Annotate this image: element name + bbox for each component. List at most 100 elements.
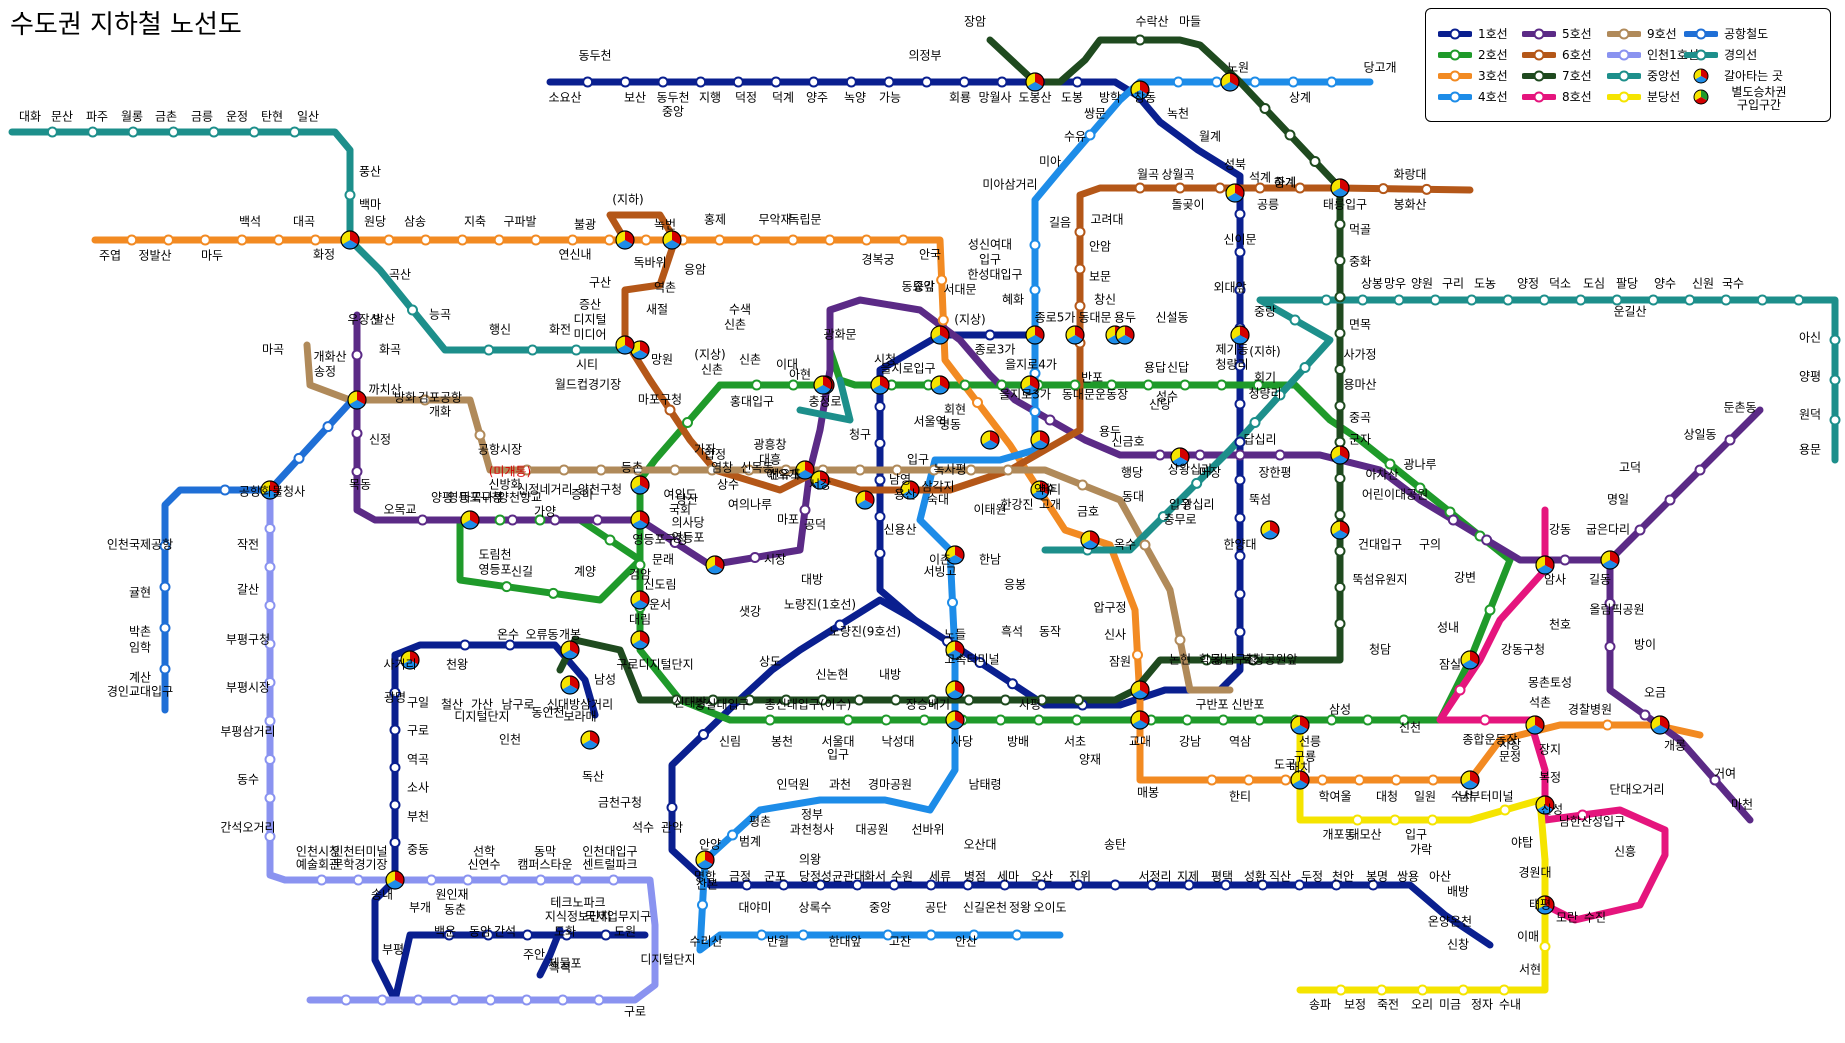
station-stop[interactable] xyxy=(1234,512,1246,524)
station-stop[interactable] xyxy=(874,474,886,486)
station-stop[interactable] xyxy=(1274,389,1286,401)
station-stop[interactable] xyxy=(1280,774,1292,786)
station-stop[interactable] xyxy=(1634,524,1646,536)
station-stop[interactable] xyxy=(743,464,755,476)
station-stop[interactable] xyxy=(808,76,820,88)
station-stop[interactable] xyxy=(918,714,930,726)
station-stop[interactable] xyxy=(1084,129,1096,141)
station-stop[interactable] xyxy=(1036,879,1048,891)
station-stop[interactable] xyxy=(420,234,432,246)
station-stop[interactable] xyxy=(698,729,709,740)
station-stop[interactable] xyxy=(1481,534,1493,546)
station-stop[interactable] xyxy=(897,234,909,246)
transfer-station-icon[interactable] xyxy=(1460,650,1480,670)
station-stop[interactable] xyxy=(1720,294,1732,306)
station-stop[interactable] xyxy=(1069,379,1081,391)
transfer-station-icon[interactable] xyxy=(1220,72,1240,92)
station-stop[interactable] xyxy=(535,874,547,886)
station-stop[interactable] xyxy=(593,994,605,1006)
station-stop[interactable] xyxy=(1074,226,1086,238)
station-stop[interactable] xyxy=(557,994,569,1006)
station-stop[interactable] xyxy=(1074,300,1086,312)
station-stop[interactable] xyxy=(1538,294,1550,306)
station-stop[interactable] xyxy=(498,874,510,886)
station-stop[interactable] xyxy=(1287,76,1299,88)
station-stop[interactable] xyxy=(494,514,506,526)
transfer-station-icon[interactable] xyxy=(855,490,875,510)
transfer-station-icon[interactable] xyxy=(615,335,635,355)
transfer-station-icon[interactable] xyxy=(945,680,965,700)
station-stop[interactable] xyxy=(1154,449,1166,461)
station-stop[interactable] xyxy=(1694,464,1706,476)
station-stop[interactable] xyxy=(996,76,1008,88)
station-stop[interactable] xyxy=(534,514,546,526)
station-stop[interactable] xyxy=(1393,294,1405,306)
transfer-station-icon[interactable] xyxy=(1020,375,1040,395)
station-stop[interactable] xyxy=(1139,539,1151,551)
station-stop[interactable] xyxy=(640,234,652,246)
station-stop[interactable] xyxy=(1334,291,1346,303)
transfer-station-icon[interactable] xyxy=(1330,178,1350,198)
station-stop[interactable] xyxy=(853,694,865,706)
station-stop[interactable] xyxy=(926,694,938,706)
station-stop[interactable] xyxy=(1664,494,1676,506)
station-stop[interactable] xyxy=(732,76,744,88)
station-stop[interactable] xyxy=(1234,398,1246,410)
station-stop[interactable] xyxy=(1071,714,1083,726)
station-stop[interactable] xyxy=(521,994,533,1006)
station-stop[interactable] xyxy=(1334,509,1346,521)
station-stop[interactable] xyxy=(340,994,352,1006)
station-stop[interactable] xyxy=(1334,364,1346,376)
station-stop[interactable] xyxy=(389,799,401,811)
station-stop[interactable] xyxy=(608,874,620,886)
transfer-station-icon[interactable] xyxy=(1130,710,1150,730)
station-stop[interactable] xyxy=(999,694,1011,706)
station-stop[interactable] xyxy=(1829,374,1841,386)
station-stop[interactable] xyxy=(600,929,612,941)
station-stop[interactable] xyxy=(46,126,58,138)
station-stop[interactable] xyxy=(751,379,763,391)
station-stop[interactable] xyxy=(1249,417,1261,428)
station-stop[interactable] xyxy=(126,234,138,246)
station-stop[interactable] xyxy=(1334,436,1346,448)
station-stop[interactable] xyxy=(1234,436,1246,448)
station-stop[interactable] xyxy=(1074,263,1086,275)
station-stop[interactable] xyxy=(1293,879,1305,891)
station-stop[interactable] xyxy=(797,929,809,941)
station-stop[interactable] xyxy=(443,929,455,941)
station-stop[interactable] xyxy=(1234,474,1246,486)
station-stop[interactable] xyxy=(351,427,363,439)
station-stop[interactable] xyxy=(1249,76,1261,88)
station-stop[interactable] xyxy=(322,421,334,433)
station-stop[interactable] xyxy=(974,657,986,668)
station-stop[interactable] xyxy=(958,76,970,88)
station-stop[interactable] xyxy=(1274,449,1286,461)
station-stop[interactable] xyxy=(1234,360,1246,372)
station-stop[interactable] xyxy=(1611,294,1623,306)
station-stop[interactable] xyxy=(750,234,762,246)
station-stop[interactable] xyxy=(1357,294,1369,306)
station-stop[interactable] xyxy=(1575,294,1587,306)
station-stop[interactable] xyxy=(936,274,948,286)
station-stop[interactable] xyxy=(963,694,975,706)
station-stop[interactable] xyxy=(264,754,276,765)
station-stop[interactable] xyxy=(1376,984,1388,996)
station-stop[interactable] xyxy=(1334,255,1346,267)
station-stop[interactable] xyxy=(352,874,364,886)
station-stop[interactable] xyxy=(570,344,582,356)
transfer-station-icon[interactable] xyxy=(662,230,682,250)
station-stop[interactable] xyxy=(127,126,139,138)
station-stop[interactable] xyxy=(965,464,977,476)
station-stop[interactable] xyxy=(984,329,996,341)
station-stop[interactable] xyxy=(1284,129,1296,141)
transfer-station-icon[interactable] xyxy=(930,325,950,345)
station-stop[interactable] xyxy=(749,552,761,563)
station-stop[interactable] xyxy=(1206,774,1218,786)
station-stop[interactable] xyxy=(787,234,799,246)
transfer-station-icon[interactable] xyxy=(630,630,650,650)
station-stop[interactable] xyxy=(592,514,603,526)
station-stop[interactable] xyxy=(389,687,401,698)
station-stop[interactable] xyxy=(1183,879,1195,891)
station-stop[interactable] xyxy=(1234,449,1246,461)
station-stop[interactable] xyxy=(1829,414,1841,426)
